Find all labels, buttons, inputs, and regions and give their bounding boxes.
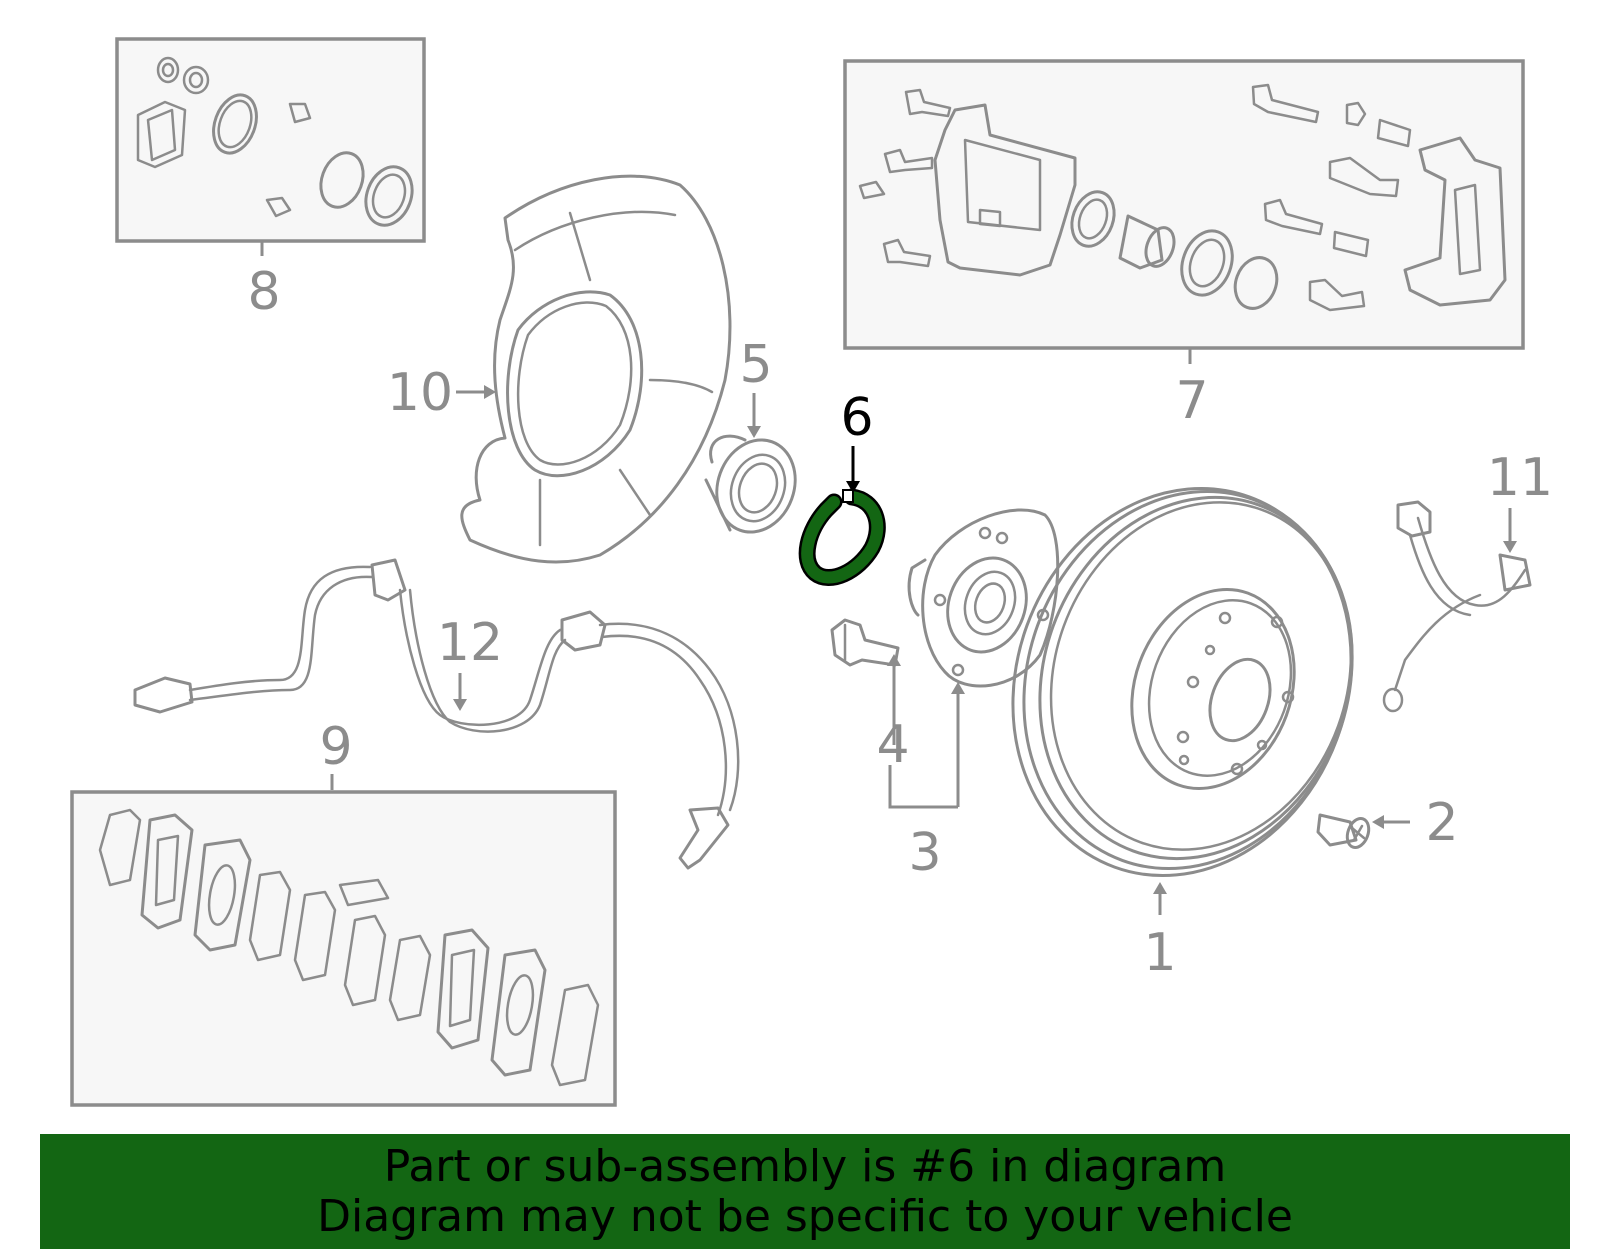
callout-9: 9 — [319, 717, 352, 777]
callout-8: 8 — [247, 262, 280, 322]
part-7-caliper-assembly[interactable] — [843, 59, 1525, 350]
callout-11: 11 — [1487, 448, 1553, 508]
callout-1: 1 — [1143, 923, 1176, 983]
part-10-splash-shield[interactable] — [460, 174, 732, 564]
part-2-rotor-screw[interactable] — [1316, 813, 1373, 851]
part-1-brake-rotor[interactable] — [960, 440, 1405, 923]
part-8-seal-kit[interactable] — [115, 37, 426, 243]
part-6-snap-ring[interactable] — [798, 488, 886, 586]
callout-10: 10 — [387, 363, 453, 423]
callout-4: 4 — [876, 715, 909, 775]
part-4-wheel-stud[interactable] — [830, 618, 900, 667]
part-5-hub-bearing[interactable] — [704, 429, 808, 543]
banner-line-1: Part or sub-assembly is #6 in diagram — [383, 1141, 1227, 1192]
banner-line-2: Diagram may not be specific to your vehi… — [317, 1191, 1293, 1242]
part-3-hub-assembly[interactable] — [907, 508, 1060, 688]
callout-7: 7 — [1175, 371, 1208, 431]
part-9-brake-pad-set[interactable] — [70, 790, 617, 1107]
part-11-abs-sensor[interactable] — [1382, 500, 1532, 713]
callout-5: 5 — [739, 335, 772, 395]
info-banner: Part or sub-assembly is #6 in diagram Di… — [40, 1134, 1570, 1249]
callout-6: 6 — [840, 388, 873, 448]
callout-12: 12 — [437, 613, 503, 673]
callout-3: 3 — [908, 823, 941, 883]
callout-2: 2 — [1425, 793, 1458, 853]
part-12-sensor-harness[interactable] — [133, 558, 740, 870]
